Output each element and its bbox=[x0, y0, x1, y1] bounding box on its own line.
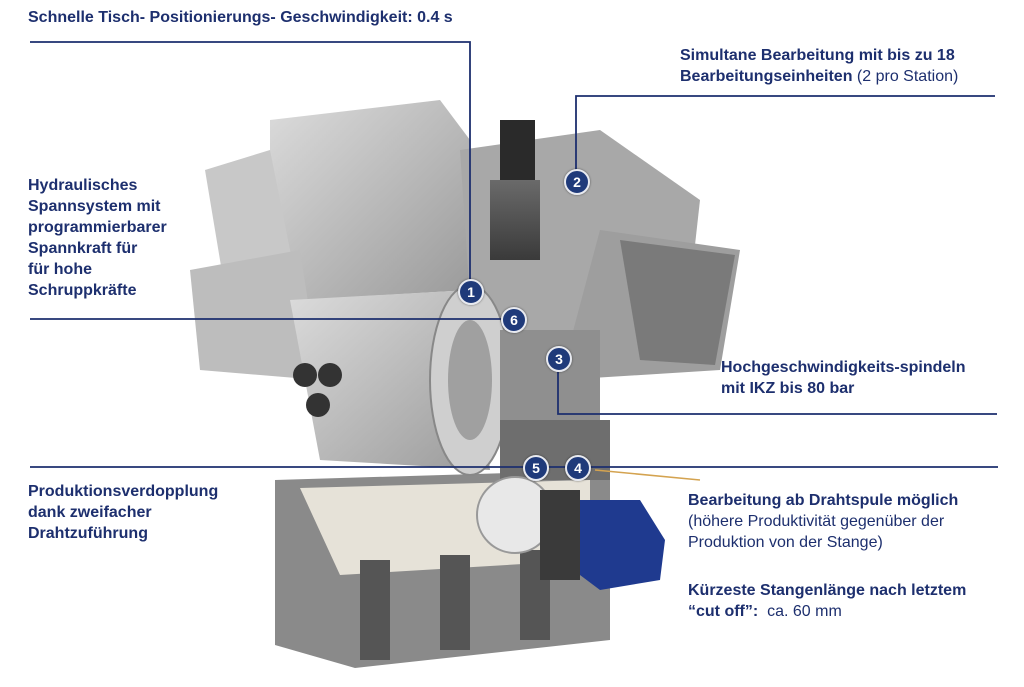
label-simultan: Simultane Bearbeitung mit bis zu 18 Bear… bbox=[680, 45, 958, 87]
label-spindles: Hochgeschwindigkeits-spindeln mit IKZ bi… bbox=[721, 357, 965, 399]
label-hydraulic-line6: Schruppkräfte bbox=[28, 282, 137, 299]
marker-5: 5 bbox=[523, 455, 549, 481]
label-simultan-suffix: (2 pro Station) bbox=[852, 68, 959, 85]
marker-6: 6 bbox=[501, 307, 527, 333]
label-hydraulic: Hydraulisches Spannsystem mit programmie… bbox=[28, 175, 167, 301]
marker-4: 4 bbox=[565, 455, 591, 481]
label-shortest-value: ca. 60 mm bbox=[758, 603, 842, 620]
label-hydraulic-line5: für hohe bbox=[28, 261, 92, 278]
label-simultan-line1: Simultane Bearbeitung mit bis zu 18 bbox=[680, 47, 955, 64]
label-hydraulic-line1: Hydraulisches bbox=[28, 177, 138, 194]
label-production-line3: Drahtzuführung bbox=[28, 525, 148, 542]
label-spindles-line1: Hochgeschwindigkeits-spindeln bbox=[721, 359, 966, 376]
marker-3: 3 bbox=[546, 346, 572, 372]
label-simultan-line2: Bearbeitungseinheiten bbox=[680, 68, 853, 85]
label-shortest-line1: Kürzeste Stangenlänge nach letztem bbox=[688, 582, 967, 599]
label-tisch: Schnelle Tisch- Positionierungs- Geschwi… bbox=[28, 7, 453, 28]
label-tisch-text: Schnelle Tisch- Positionierungs- Geschwi… bbox=[28, 9, 453, 26]
marker-1: 1 bbox=[458, 279, 484, 305]
label-production-line1: Produktionsverdopplung bbox=[28, 483, 219, 500]
marker-2: 2 bbox=[564, 169, 590, 195]
label-hydraulic-line3: programmierbarer bbox=[28, 219, 167, 236]
label-spindles-line2: mit IKZ bis 80 bar bbox=[721, 380, 855, 397]
label-wire: Bearbeitung ab Drahtspule möglich (höher… bbox=[688, 490, 958, 553]
label-shortest-quote: “cut off”: bbox=[688, 603, 759, 620]
label-production: Produktionsverdopplung dank zweifacher D… bbox=[28, 481, 218, 544]
label-wire-line1: Bearbeitung ab Drahtspule möglich bbox=[688, 492, 959, 509]
label-wire-line3: Produktion von der Stange) bbox=[688, 534, 883, 551]
label-shortest: Kürzeste Stangenlänge nach letztem “cut … bbox=[688, 580, 966, 622]
machine-housing bbox=[270, 100, 470, 300]
label-hydraulic-line2: Spannsystem mit bbox=[28, 198, 161, 215]
leader-lines bbox=[30, 41, 998, 468]
label-hydraulic-line4: Spannkraft für bbox=[28, 240, 138, 257]
label-wire-line2: (höhere Produktivität gegenüber der bbox=[688, 513, 945, 530]
label-production-line2: dank zweifacher bbox=[28, 504, 152, 521]
